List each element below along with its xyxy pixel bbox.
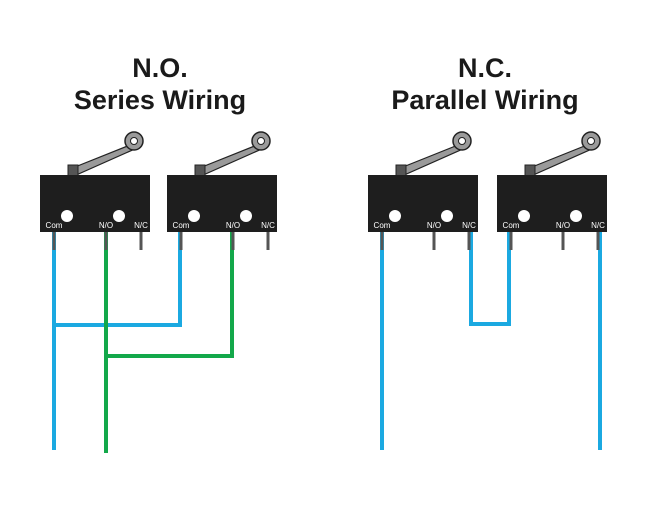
terminal-nc-pin — [467, 232, 471, 250]
switch-mount-hole — [61, 210, 73, 222]
terminal-nc-label: N/C — [261, 221, 275, 230]
terminal-nc-pin — [596, 232, 600, 250]
terminal-com-pin — [179, 232, 183, 250]
switch-mount-hole — [518, 210, 530, 222]
terminal-nc-pin — [266, 232, 270, 250]
terminal-no-label: N/O — [556, 221, 570, 230]
right-title-line2: Parallel Wiring — [391, 85, 579, 115]
switch-roller-hub — [458, 137, 466, 145]
micro-switch: Com N/O N/C — [368, 131, 478, 250]
switch-roller-hub — [257, 137, 265, 145]
left-wires — [52, 228, 234, 453]
terminal-nc-label: N/C — [134, 221, 148, 230]
switch-mount-hole — [188, 210, 200, 222]
terminal-com-label: Com — [173, 221, 190, 230]
terminal-no-label: N/O — [427, 221, 441, 230]
switch-lever — [69, 142, 138, 177]
switch-mount-hole — [113, 210, 125, 222]
terminal-no-pin — [432, 232, 436, 250]
right-title: N.C. Parallel Wiring — [355, 52, 615, 116]
left-title: N.O. Series Wiring — [40, 52, 280, 116]
switch-roller-hub — [130, 137, 138, 145]
right-nc-bridge-wire — [469, 228, 511, 326]
switch-mount-hole — [441, 210, 453, 222]
switches: Com N/O N/C Com N/O N/C Com N/O N/C Com N/O N/C — [40, 131, 607, 250]
terminal-com-pin — [52, 232, 56, 250]
terminal-com-label: Com — [46, 221, 63, 230]
left-title-line1: N.O. — [132, 53, 188, 83]
switch-mount-hole — [389, 210, 401, 222]
switch-body — [368, 175, 478, 232]
switch-body — [167, 175, 277, 232]
switch-mount-hole — [570, 210, 582, 222]
terminal-com-pin — [380, 232, 384, 250]
terminal-com-label: Com — [374, 221, 391, 230]
switch-lever — [397, 142, 466, 177]
switch-lever — [196, 142, 265, 177]
terminal-nc-label: N/C — [462, 221, 476, 230]
terminal-com-label: Com — [503, 221, 520, 230]
switch-roller-hub — [587, 137, 595, 145]
terminal-no-pin — [104, 232, 108, 250]
terminal-no-pin — [561, 232, 565, 250]
switch-body — [497, 175, 607, 232]
switch-body — [40, 175, 150, 232]
switch-lever — [526, 142, 595, 177]
terminal-nc-pin — [139, 232, 143, 250]
right-title-line1: N.C. — [458, 53, 512, 83]
left-title-line2: Series Wiring — [73, 85, 247, 115]
left-com-bridge-wire — [54, 232, 182, 327]
micro-switch: Com N/O N/C — [497, 131, 607, 250]
terminal-no-label: N/O — [226, 221, 240, 230]
micro-switch: Com N/O N/C — [40, 131, 150, 250]
switch-mount-hole — [240, 210, 252, 222]
micro-switch: Com N/O N/C — [167, 131, 277, 250]
terminal-no-label: N/O — [99, 221, 113, 230]
terminal-nc-label: N/C — [591, 221, 605, 230]
right-wires — [380, 228, 602, 450]
terminal-no-pin — [231, 232, 235, 250]
left-no-bridge-wire — [106, 232, 234, 358]
terminal-com-pin — [509, 232, 513, 250]
